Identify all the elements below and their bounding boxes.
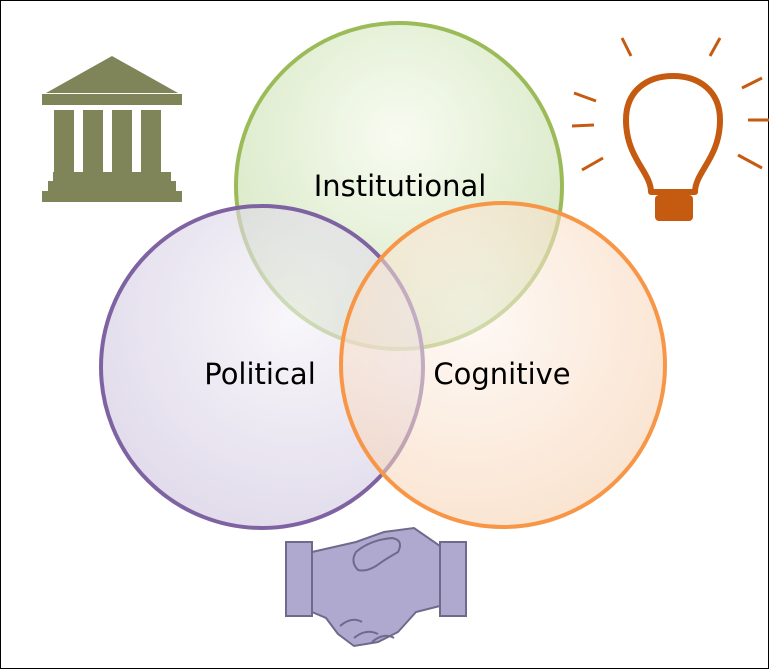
label-political: Political: [204, 357, 316, 391]
label-cognitive: Cognitive: [433, 357, 570, 391]
handshake-icon: [285, 526, 467, 648]
bank-building-icon: [42, 56, 182, 202]
circle-cognitive: [339, 201, 667, 529]
lightbulb-icon: [571, 37, 769, 221]
label-institutional: Institutional: [314, 169, 487, 203]
